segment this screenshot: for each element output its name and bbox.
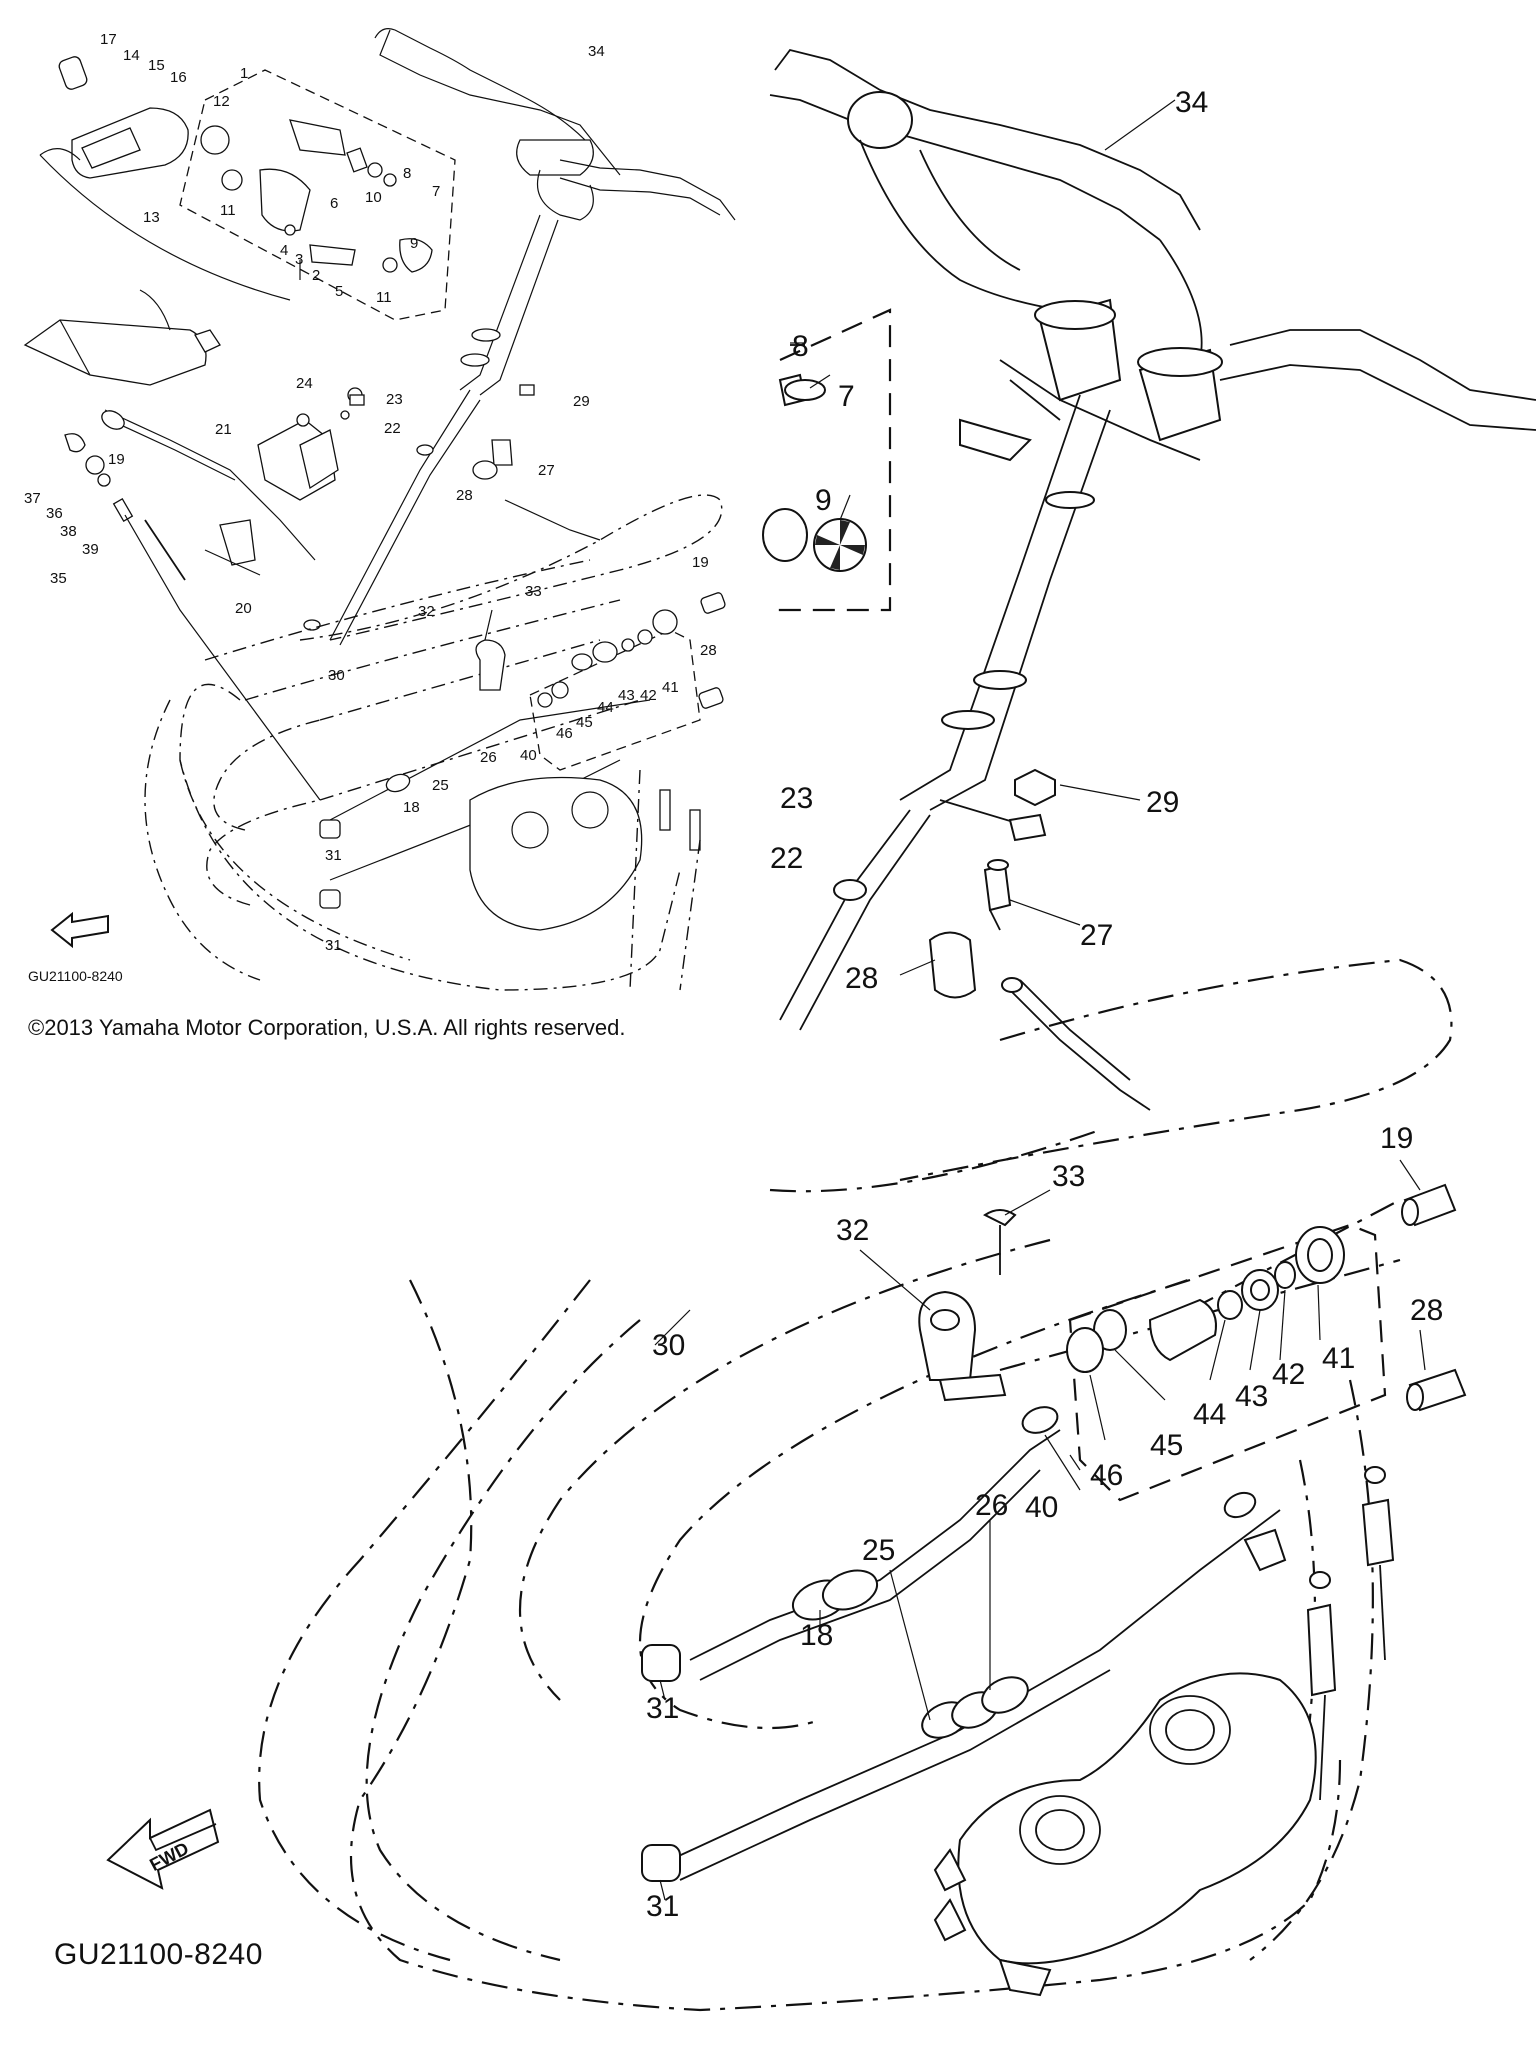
- callout-overview: 19: [692, 554, 709, 571]
- detail-cable-kit-parts: [1066, 1226, 1345, 1373]
- callout-detail: 29: [1146, 786, 1179, 819]
- callout-detail: 33: [1052, 1160, 1085, 1193]
- callout-overview: 18: [403, 799, 420, 816]
- callout-detail: 28: [845, 962, 878, 995]
- callout-overview: 31: [325, 937, 342, 954]
- callout-overview: 37: [24, 490, 41, 507]
- callout-overview: 19: [108, 451, 125, 468]
- callout-overview: 31: [325, 847, 342, 864]
- detail-callouts: 7 8 9 18 19 22 23 25 26 27 28 28 29 30 3…: [646, 86, 1443, 1923]
- callout-detail: 31: [646, 1692, 679, 1725]
- copyright-notice: ©2013 Yamaha Motor Corporation, U.S.A. A…: [28, 1015, 626, 1040]
- overview-diagram: [23, 28, 736, 991]
- callout-detail: 30: [652, 1329, 685, 1362]
- callout-overview: 5: [335, 283, 343, 300]
- callout-overview: 26: [480, 749, 497, 766]
- detail-leaders: [654, 99, 1426, 1901]
- callout-detail: 9: [815, 484, 832, 517]
- callout-overview: 4: [280, 242, 288, 259]
- callout-overview: 10: [365, 189, 382, 206]
- callout-overview: 35: [50, 570, 67, 587]
- callout-overview: 42: [640, 687, 657, 704]
- callout-detail: 23: [780, 782, 813, 815]
- callout-overview: 36: [46, 505, 63, 522]
- callout-overview: 28: [456, 487, 473, 504]
- callout-overview: 17: [100, 31, 117, 48]
- callout-detail: 32: [836, 1214, 869, 1247]
- callout-overview: 14: [123, 47, 140, 64]
- diagram-code-small: GU21100-8240: [28, 968, 123, 984]
- callout-detail: 41: [1322, 1342, 1355, 1375]
- detail-diagram: FWD: [106, 48, 1536, 2012]
- callout-overview: 13: [143, 209, 160, 226]
- callout-overview: 11: [220, 202, 236, 219]
- callout-detail: 46: [1090, 1459, 1123, 1492]
- callout-overview: 40: [520, 747, 537, 764]
- callout-overview: 21: [215, 421, 232, 438]
- callout-detail: 28: [1410, 1294, 1443, 1327]
- callout-detail: 22: [770, 842, 803, 875]
- callout-detail: 26: [975, 1489, 1008, 1522]
- callout-detail: 42: [1272, 1358, 1305, 1391]
- callout-detail: 43: [1235, 1380, 1268, 1413]
- callout-detail: 34: [1175, 86, 1208, 119]
- callout-overview: 11: [376, 289, 392, 306]
- overview-cable-kit-parts: [537, 592, 726, 709]
- callout-detail: 18: [800, 1619, 833, 1652]
- callout-overview: 27: [538, 462, 555, 479]
- callout-overview: 46: [556, 725, 573, 742]
- callout-overview: 44: [597, 699, 614, 716]
- callout-overview: 15: [148, 57, 165, 74]
- callout-detail: 27: [1080, 919, 1113, 952]
- callout-overview: 20: [235, 600, 252, 617]
- callout-overview: 34: [588, 43, 605, 60]
- callout-overview: 41: [662, 679, 679, 696]
- callout-overview: 23: [386, 391, 403, 408]
- callout-overview: 30: [328, 667, 345, 684]
- callout-overview: 8: [403, 165, 411, 182]
- callout-overview: 32: [418, 603, 435, 620]
- diagram-code: GU21100-8240: [54, 1938, 263, 1971]
- callout-detail: 19: [1380, 1122, 1413, 1155]
- callout-overview: 22: [384, 420, 401, 437]
- callout-overview: 2: [312, 267, 320, 284]
- overview-callouts: 1 2 3 4 5 6 7 8 9 10 11 11 12 13 14 15 1…: [24, 31, 717, 954]
- callout-detail: 7: [838, 380, 855, 413]
- callout-detail: 44: [1193, 1398, 1226, 1431]
- callout-detail: 8: [792, 330, 809, 363]
- detail-box-parts: [762, 373, 867, 572]
- fwd-arrow-icon: FWD: [106, 1808, 220, 1890]
- fwd-arrow-icon-small: [50, 911, 109, 949]
- callout-overview: 45: [576, 714, 593, 731]
- callout-overview: 39: [82, 541, 99, 558]
- callout-overview: 38: [60, 523, 77, 540]
- callout-overview: 24: [296, 375, 313, 392]
- callout-overview: 6: [330, 195, 338, 212]
- callout-overview: 16: [170, 69, 187, 86]
- callout-overview: 7: [432, 183, 440, 200]
- callout-overview: 33: [525, 583, 542, 600]
- callout-detail: 25: [862, 1534, 895, 1567]
- callout-detail: 40: [1025, 1491, 1058, 1524]
- callout-overview: 28: [700, 642, 717, 659]
- callout-overview: 3: [295, 251, 303, 268]
- callout-overview: 29: [573, 393, 590, 410]
- callout-overview: 43: [618, 687, 635, 704]
- callout-detail: 31: [646, 1890, 679, 1923]
- callout-overview: 1: [240, 65, 248, 82]
- callout-detail: 45: [1150, 1429, 1183, 1462]
- carburetor-assembly: [933, 1528, 1317, 1997]
- callout-overview: 9: [410, 235, 418, 252]
- callout-overview: 25: [432, 777, 449, 794]
- callout-overview: 12: [213, 93, 230, 110]
